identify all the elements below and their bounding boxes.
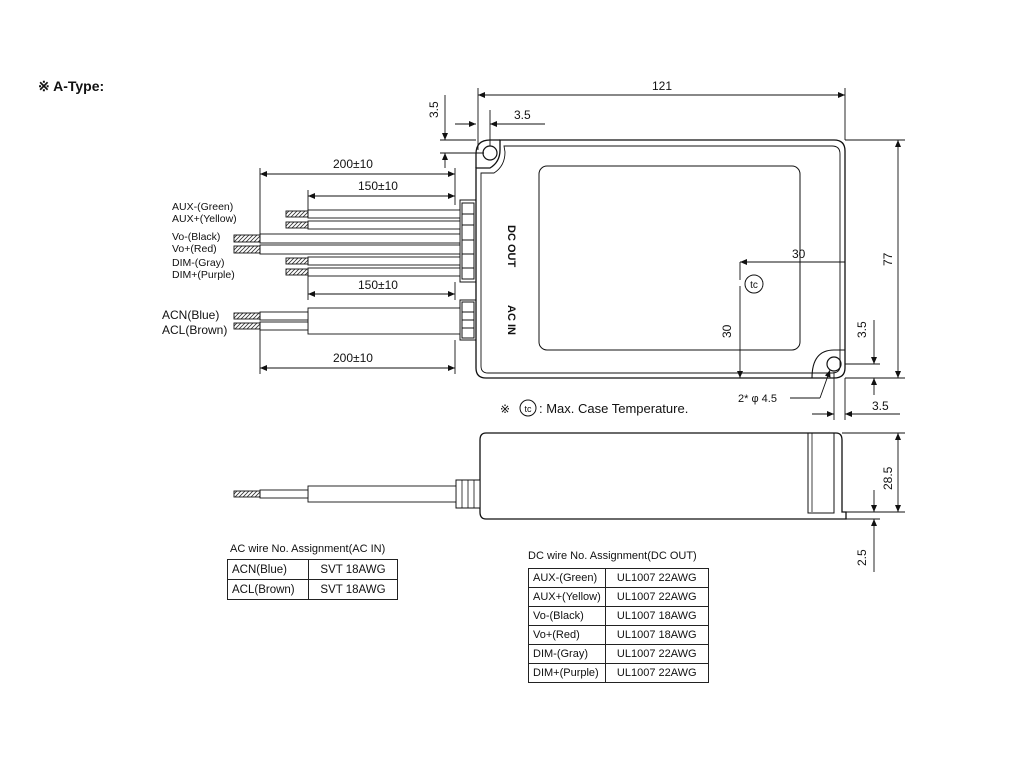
dim-holes: 2* φ 4.5 (738, 393, 777, 405)
table-row: Vo+(Red) UL1007 18AWG (528, 625, 709, 645)
table-cell: DIM-(Gray) (528, 644, 606, 664)
table-row: AUX-(Green) UL1007 22AWG (528, 568, 709, 588)
dc-out-label: DC OUT (505, 225, 517, 267)
dim-width-121: 121 (652, 79, 672, 93)
wire-label: AUX-(Green) (172, 201, 233, 213)
wire-label: AUX+(Yellow) (172, 213, 237, 225)
ac-wire-table: ACN(Blue) SVT 18AWG ACL(Brown) SVT 18AWG (227, 559, 398, 600)
tc-dim-horizontal: 30 (792, 247, 806, 261)
table-row: ACL(Brown) SVT 18AWG (227, 579, 398, 600)
dim-height-77: 77 (881, 252, 895, 266)
wire-label: Vo-(Black) (172, 231, 220, 243)
dim-hole-3-5-left: 3.5 (427, 101, 441, 118)
ac-in-label: AC IN (505, 305, 517, 335)
dim-150-bottom: 150±10 (358, 278, 398, 292)
dim-200-top: 200±10 (333, 157, 373, 171)
table-row: AUX+(Yellow) UL1007 22AWG (528, 587, 709, 607)
svg-text:※: ※ (500, 402, 510, 416)
dc-wires (233, 209, 461, 277)
ac-wires (233, 307, 461, 335)
dim-200-bottom: 200±10 (333, 351, 373, 365)
dc-wire-table: AUX-(Green) UL1007 22AWG AUX+(Yellow) UL… (528, 568, 709, 683)
dim-right-3-5-horizontal: 3.5 (872, 399, 889, 413)
tc-note: ※ tc : Max. Case Temperature. (500, 399, 688, 417)
table-cell: ACN(Blue) (227, 559, 309, 580)
dim-hole-3-5-top: 3.5 (514, 108, 531, 122)
table-cell: UL1007 22AWG (604, 644, 709, 664)
tc-dim-vertical: 30 (720, 324, 734, 338)
table-cell: UL1007 22AWG (604, 568, 709, 588)
table-cell: ACL(Brown) (227, 579, 309, 600)
dc-cable-gland (461, 202, 475, 280)
dc-wire-labels: AUX-(Green) AUX+(Yellow) Vo-(Black) Vo+(… (172, 201, 237, 281)
wire-label: DIM+(Purple) (172, 269, 235, 281)
dim-right-3-5-vertical: 3.5 (855, 321, 869, 338)
wire-label: DIM-(Gray) (172, 257, 225, 269)
table-cell: SVT 18AWG (308, 559, 398, 580)
table-cell: Vo-(Black) (528, 606, 606, 626)
svg-text:: Max. Case Temperature.: : Max. Case Temperature. (539, 401, 688, 416)
table-row: ACN(Blue) SVT 18AWG (227, 559, 398, 580)
dim-side-2-5: 2.5 (855, 549, 869, 566)
svg-text:tc: tc (524, 404, 532, 414)
table-row: DIM+(Purple) UL1007 22AWG (528, 663, 709, 683)
table-cell: UL1007 22AWG (604, 663, 709, 683)
table-row: Vo-(Black) UL1007 18AWG (528, 606, 709, 626)
table-cell: UL1007 18AWG (604, 625, 709, 645)
page-title: ※ A-Type: (38, 78, 105, 94)
table-cell: UL1007 18AWG (604, 606, 709, 626)
ac-wire-labels: ACN(Blue) ACL(Brown) (162, 308, 227, 337)
ac-table-caption: AC wire No. Assignment(AC IN) (230, 543, 386, 555)
dim-150-top: 150±10 (358, 179, 398, 193)
table-cell: AUX-(Green) (528, 568, 606, 588)
table-row: DIM-(Gray) UL1007 22AWG (528, 644, 709, 664)
table-cell: AUX+(Yellow) (528, 587, 606, 607)
wire-label: Vo+(Red) (172, 243, 217, 255)
dc-table-caption: DC wire No. Assignment(DC OUT) (528, 550, 697, 562)
wire-label: ACN(Blue) (162, 308, 219, 322)
ac-cable-gland (461, 301, 475, 339)
table-cell: DIM+(Purple) (528, 663, 606, 683)
side-view-case (455, 432, 847, 520)
table-cell: UL1007 22AWG (604, 587, 709, 607)
wire-label: ACL(Brown) (162, 323, 227, 337)
table-cell: SVT 18AWG (308, 579, 398, 600)
table-cell: Vo+(Red) (528, 625, 606, 645)
dim-side-28-5: 28.5 (881, 466, 895, 490)
tc-symbol: tc (744, 274, 764, 294)
svg-text:tc: tc (750, 280, 758, 291)
side-view-wire (233, 485, 457, 503)
